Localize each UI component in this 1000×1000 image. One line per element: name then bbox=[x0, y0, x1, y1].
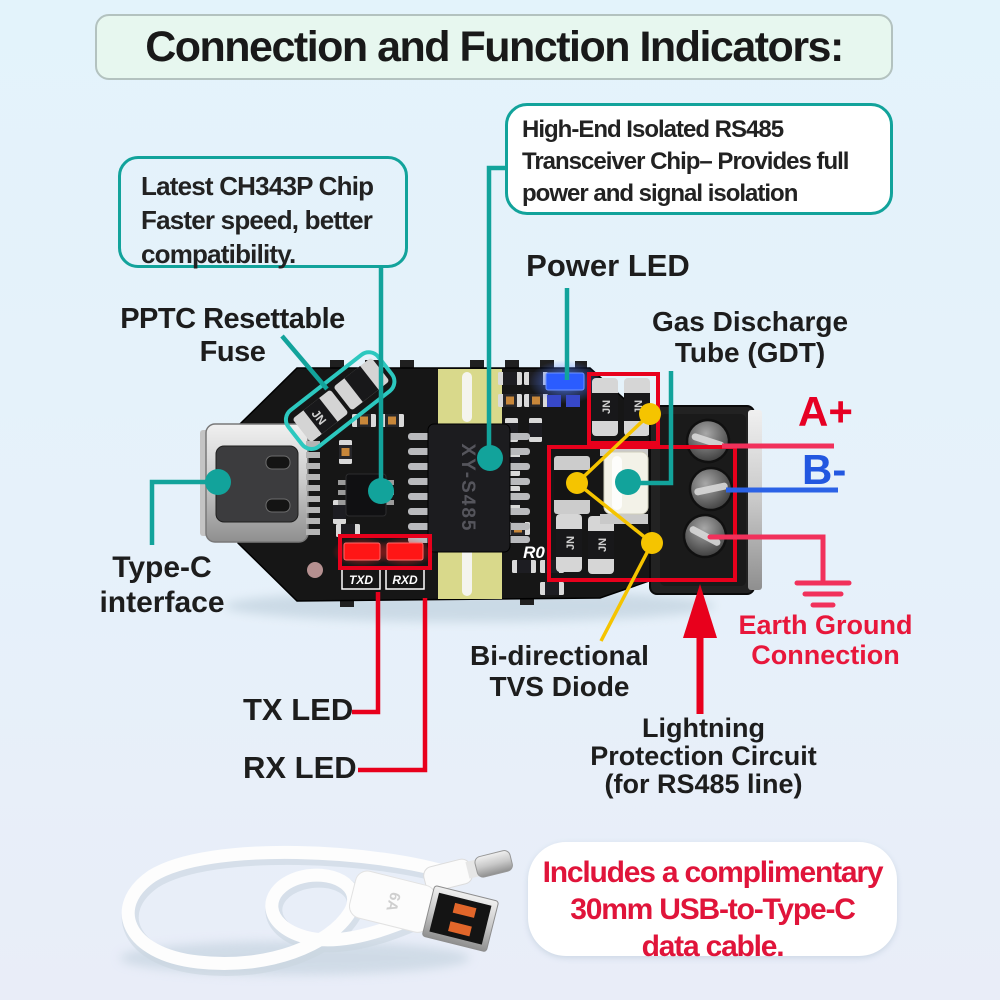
usb-contact bbox=[448, 921, 472, 937]
tvs-diode-label: Bi-directional TVS Diode bbox=[462, 640, 657, 702]
lightning-circuit-highlight bbox=[547, 445, 737, 582]
main-chip-marking-text: XY-S485 bbox=[457, 444, 478, 533]
usb-cable: 6A bbox=[121, 845, 513, 976]
a-plus-label: A+ bbox=[798, 388, 853, 435]
rx-led-label: RX LED bbox=[243, 750, 357, 785]
power-led-label: Power LED bbox=[526, 248, 690, 283]
label-line: Gas Discharge bbox=[651, 306, 849, 337]
txd-marking-text: TXD bbox=[349, 573, 373, 587]
callout-line: Includes a complimentary bbox=[542, 856, 884, 889]
type-c-plug bbox=[423, 850, 513, 892]
isolation-slot-top bbox=[462, 372, 472, 422]
tx-led-label: TX LED bbox=[243, 692, 354, 727]
lightning-protection-label: Lightning Protection Circuit (for RS485 … bbox=[586, 714, 821, 798]
pptc-fuse-assembly: JN bbox=[283, 350, 397, 451]
callout-line: High-End Isolated RS485 bbox=[522, 116, 784, 143]
chip-pins bbox=[408, 433, 530, 543]
isolation-slot-bottom bbox=[462, 546, 472, 596]
label-line: Connection bbox=[751, 640, 900, 670]
callout-line: 30mm USB-to-Type-C bbox=[570, 893, 856, 926]
callout-rs485-transceiver: High-End Isolated RS485 Transceiver Chip… bbox=[505, 103, 893, 215]
pptc-fuse-label: PPTC Resettable Fuse bbox=[120, 303, 345, 368]
power-led bbox=[529, 360, 601, 407]
label-line: TVS Diode bbox=[489, 671, 630, 702]
gdt-dot bbox=[615, 469, 641, 495]
b-minus-label: B- bbox=[802, 446, 847, 493]
callout-line: Latest CH343P Chip bbox=[141, 171, 374, 201]
tx-led-leader-line bbox=[352, 592, 381, 715]
gdt-leader-line bbox=[632, 371, 674, 486]
label-line: Earth Ground bbox=[738, 610, 913, 640]
callout-line: Faster speed, better bbox=[141, 205, 373, 235]
teal-leader-lines bbox=[149, 165, 674, 545]
cable-cord bbox=[121, 845, 459, 970]
tvs-dot-top bbox=[639, 403, 661, 425]
callout-dots bbox=[205, 403, 663, 554]
earth-ground-symbol bbox=[707, 534, 852, 608]
type-c-dot bbox=[205, 469, 231, 495]
label-line: Type-C bbox=[112, 551, 212, 584]
usb-a-plug: 6A bbox=[348, 870, 499, 952]
usb-contact bbox=[452, 902, 477, 918]
tx-rx-leds: TXD RXD bbox=[332, 537, 435, 590]
earth-ground-label: Earth Ground Connection bbox=[733, 610, 918, 670]
type-c-leader-line bbox=[149, 479, 218, 545]
page-title: Connection and Function Indicators: bbox=[95, 14, 893, 80]
usb-rs485-adapter-board: JN XY-S485 bbox=[200, 350, 762, 607]
rs485-leader-line bbox=[486, 165, 508, 458]
cable-note-callout: Includes a complimentary 30mm USB-to-Typ… bbox=[528, 842, 897, 963]
callout-ch343p-chip: Latest CH343P Chip Faster speed, better … bbox=[118, 156, 408, 269]
tvs-leader-polyline bbox=[574, 412, 655, 642]
txrx-led-highlight bbox=[338, 534, 432, 570]
tvs-dot-bottom bbox=[641, 532, 663, 554]
rs485-chip-dot bbox=[477, 445, 503, 471]
type-c-interface-label: Type-C interface bbox=[82, 550, 242, 620]
tvs-dot-middle bbox=[566, 472, 588, 494]
type-c-connector bbox=[200, 423, 320, 543]
callout-line: Transceiver Chip– Provides bbox=[522, 148, 812, 175]
callout-line: compatibility. bbox=[141, 239, 296, 269]
r0-marking-text: R0 bbox=[523, 543, 545, 562]
board-pad bbox=[307, 562, 323, 578]
gdt-label: Gas Discharge Tube (GDT) bbox=[650, 306, 850, 368]
pptc-leader-line bbox=[280, 334, 329, 391]
plug-marking-text: 6A bbox=[382, 890, 403, 913]
label-line: Lightning bbox=[642, 713, 765, 743]
label-line: interface bbox=[99, 586, 225, 619]
label-line: (for RS485 line) bbox=[604, 769, 803, 799]
label-line: Protection Circuit bbox=[590, 741, 817, 771]
led-leader-lines bbox=[352, 592, 428, 773]
ch343p-dot bbox=[368, 478, 394, 504]
label-line: Tube (GDT) bbox=[674, 337, 826, 368]
tvs-leader-lines bbox=[574, 412, 655, 642]
callout-line: full power and signal isolation bbox=[522, 148, 849, 207]
callout-line: data cable. bbox=[641, 930, 785, 963]
terminal-block bbox=[649, 405, 762, 595]
rxd-marking-text: RXD bbox=[392, 573, 418, 587]
rx-led-leader-line bbox=[358, 598, 428, 773]
pptc-highlight-box bbox=[283, 350, 397, 451]
lightning-arrow bbox=[683, 584, 717, 714]
label-line: Bi-directional bbox=[470, 640, 649, 671]
